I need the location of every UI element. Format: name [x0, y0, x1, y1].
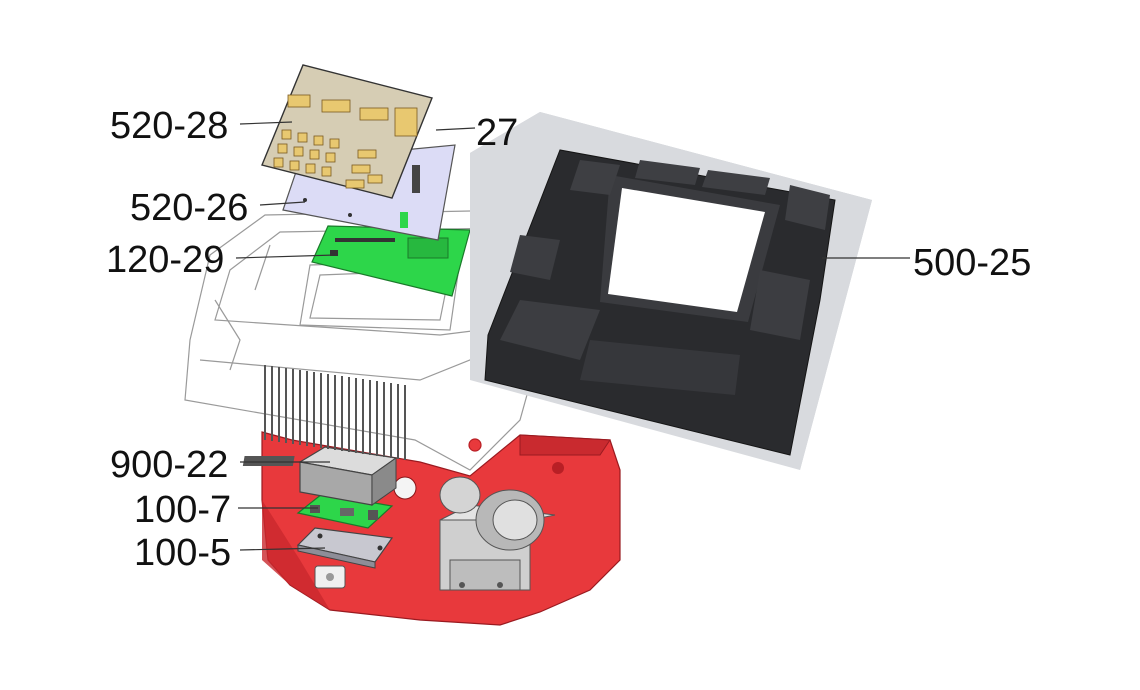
heatsink-fins: [264, 365, 406, 460]
part-900-22-enclosure: [242, 446, 398, 506]
leader-520-28: [239, 121, 293, 125]
motor-assembly: [439, 476, 556, 591]
label-900-22: 900-22: [110, 444, 229, 486]
leader-520-26: [259, 201, 306, 206]
label-27: 27: [476, 112, 519, 154]
leader-100-5: [239, 547, 326, 551]
label-120-29: 120-29: [106, 239, 225, 281]
label-100-5: 100-5: [134, 532, 232, 574]
label-100-7: 100-7: [134, 489, 232, 531]
label-520-28: 520-28: [110, 105, 229, 147]
leader-120-29: [235, 254, 336, 259]
leader-27: [435, 127, 476, 131]
part-520-28-keypad-overlay: [261, 64, 433, 199]
label-500-25: 500-25: [913, 242, 1032, 284]
part-120-29-main-pcb: [311, 225, 471, 297]
tray-photo: [470, 112, 872, 470]
label-520-26: 520-26: [130, 187, 249, 229]
leader-lines: [235, 121, 910, 551]
